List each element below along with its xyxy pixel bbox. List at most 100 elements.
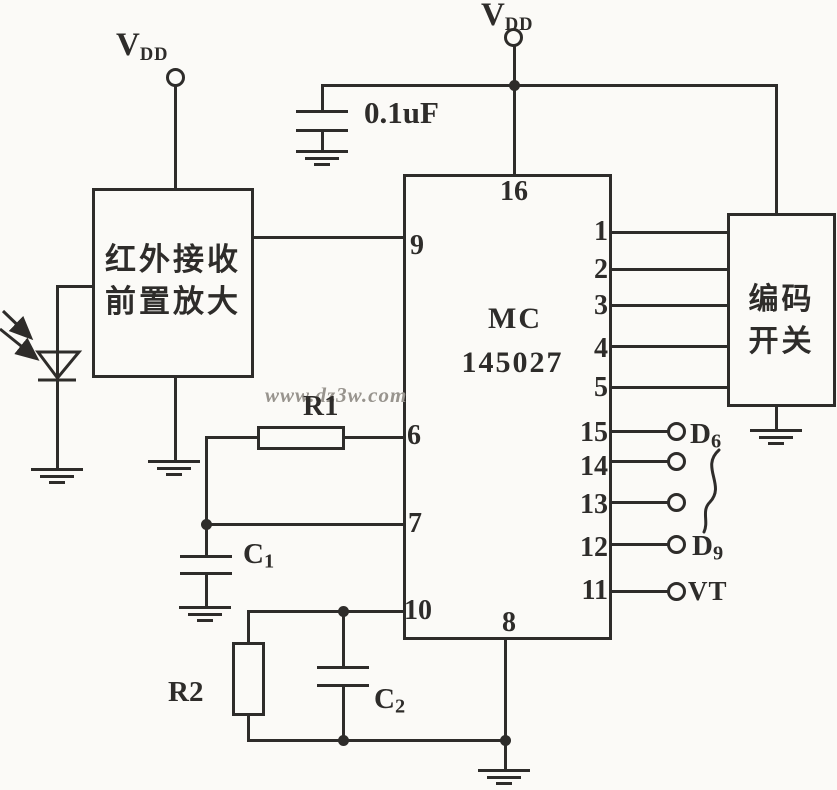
junction-pin7-c1 <box>201 519 212 530</box>
ground-bypass-cap <box>296 150 348 168</box>
ic-pin-label-13: 13 <box>580 489 608 520</box>
resistor-r1-body <box>257 426 345 450</box>
terminal-pin15-d6 <box>667 422 686 441</box>
bypass-cap-plate-bottom <box>296 129 348 132</box>
wire-c1-stub-top <box>205 526 208 557</box>
vdd-left-v: V <box>116 27 140 63</box>
ic-name-line2: 145027 <box>461 346 564 379</box>
wire-right-rail <box>775 84 778 215</box>
encoder-box <box>727 213 836 407</box>
wire-c1-stub-bottom <box>205 575 208 608</box>
ic-pin-label-8: 8 <box>502 607 516 638</box>
terminal-label-d9: D9 <box>692 531 723 565</box>
wire-pin16 <box>513 86 516 174</box>
wire-pin15 <box>612 430 669 433</box>
ic-pin-label-4: 4 <box>594 333 608 364</box>
ic-pin-label-15: 15 <box>580 417 608 448</box>
ic-pin-label-14: 14 <box>580 451 608 482</box>
ic-pin-label-5: 5 <box>594 372 608 403</box>
ic-pin-label-7: 7 <box>408 508 422 539</box>
c2-plate-bottom <box>317 684 369 687</box>
ic-box <box>403 174 612 640</box>
wire-pin9 <box>252 236 403 239</box>
photodiode-triangle <box>35 350 83 381</box>
vdd-left-label: VDD <box>116 28 169 65</box>
wire-c2-stub-top <box>342 613 345 668</box>
r1-label: R1 <box>303 390 339 422</box>
ground-pin8 <box>478 769 530 787</box>
continuation-squiggle <box>702 448 721 534</box>
wire-pin11 <box>612 590 669 593</box>
wire-r1-right <box>343 436 403 439</box>
c1-plate-bottom <box>180 572 232 575</box>
vdd-left-terminal <box>166 68 185 87</box>
terminal-pin12-d9 <box>667 535 686 554</box>
c2-main: C <box>374 683 395 715</box>
d9-main: D <box>692 530 713 562</box>
ic-pin-label-12: 12 <box>580 532 608 563</box>
resistor-r2-body <box>232 642 265 716</box>
encoder-text-line2: 开关 <box>748 325 815 358</box>
wire-pin3 <box>612 304 727 307</box>
c2-sub: 2 <box>394 695 406 718</box>
wire-encoder-ground <box>775 407 778 431</box>
wire-pin2 <box>612 268 727 271</box>
vdd-top-label: VDD <box>481 0 534 35</box>
c1-sub: 1 <box>263 550 275 573</box>
wire-pin10 <box>247 610 403 613</box>
ic-pin-label-16: 16 <box>500 176 528 207</box>
c1-main: C <box>243 538 264 570</box>
terminal-pin11-vt <box>667 582 686 601</box>
terminal-label-vt: VT <box>688 576 728 606</box>
wire-r1-to-c1 <box>205 438 208 526</box>
junction-pin10-c2 <box>338 606 349 617</box>
d6-main: D <box>690 418 711 450</box>
junction-vdd-rail <box>509 80 520 91</box>
wire-r2-top <box>247 613 250 642</box>
wire-r1-left <box>205 436 259 439</box>
junction-bottom-pin8 <box>500 735 511 746</box>
ic-pin-label-11: 11 <box>581 575 608 606</box>
terminal-pin14 <box>667 452 686 471</box>
wire-photodiode-top <box>56 285 94 288</box>
c2-plate-top <box>317 666 369 669</box>
ic-pin-label-1: 1 <box>594 216 608 247</box>
terminal-label-d6: D6 <box>690 419 721 453</box>
wire-vdd-left <box>174 86 177 188</box>
wire-pin1 <box>612 231 727 234</box>
wire-pin14 <box>612 460 669 463</box>
ic-pin-label-6: 6 <box>407 420 421 451</box>
wire-pin4 <box>612 345 727 348</box>
vdd-top-terminal <box>504 28 523 47</box>
wire-ground8-stem <box>504 741 507 771</box>
d9-sub: 9 <box>712 542 724 565</box>
junction-bottom-c2 <box>338 735 349 746</box>
vdd-left-sub: DD <box>139 44 169 65</box>
wire-pin5 <box>612 386 727 389</box>
ic-pin-label-3: 3 <box>594 290 608 321</box>
wire-bypass-stub-bottom <box>321 131 324 152</box>
wire-pin13 <box>612 501 669 504</box>
wire-pin7 <box>205 523 403 526</box>
wire-r2-bottom <box>247 716 250 741</box>
wire-bypass-stub-top <box>321 86 324 112</box>
ground-photodiode <box>31 468 83 486</box>
wire-preamp-ground <box>174 378 177 462</box>
ground-preamp <box>148 460 200 478</box>
wire-vdd-top <box>513 46 516 86</box>
wire-bottom-rail <box>247 739 508 742</box>
r2-label: R2 <box>168 676 204 708</box>
photodiode-symbol <box>0 309 83 382</box>
watermark-text: www.dz3w.com <box>265 383 408 407</box>
preamp-box <box>92 188 254 378</box>
encoder-text-line1: 编码 <box>748 283 815 316</box>
bypass-cap-plate-top <box>296 110 348 113</box>
light-arrow-2 <box>0 327 40 361</box>
ground-encoder <box>750 429 802 447</box>
wire-c2-stub-bottom <box>342 687 345 741</box>
ic-pin-label-9: 9 <box>410 230 424 261</box>
vdd-top-sub: DD <box>504 14 534 35</box>
preamp-text-line1: 红外接收 <box>105 242 241 277</box>
c1-plate-top <box>180 555 232 558</box>
